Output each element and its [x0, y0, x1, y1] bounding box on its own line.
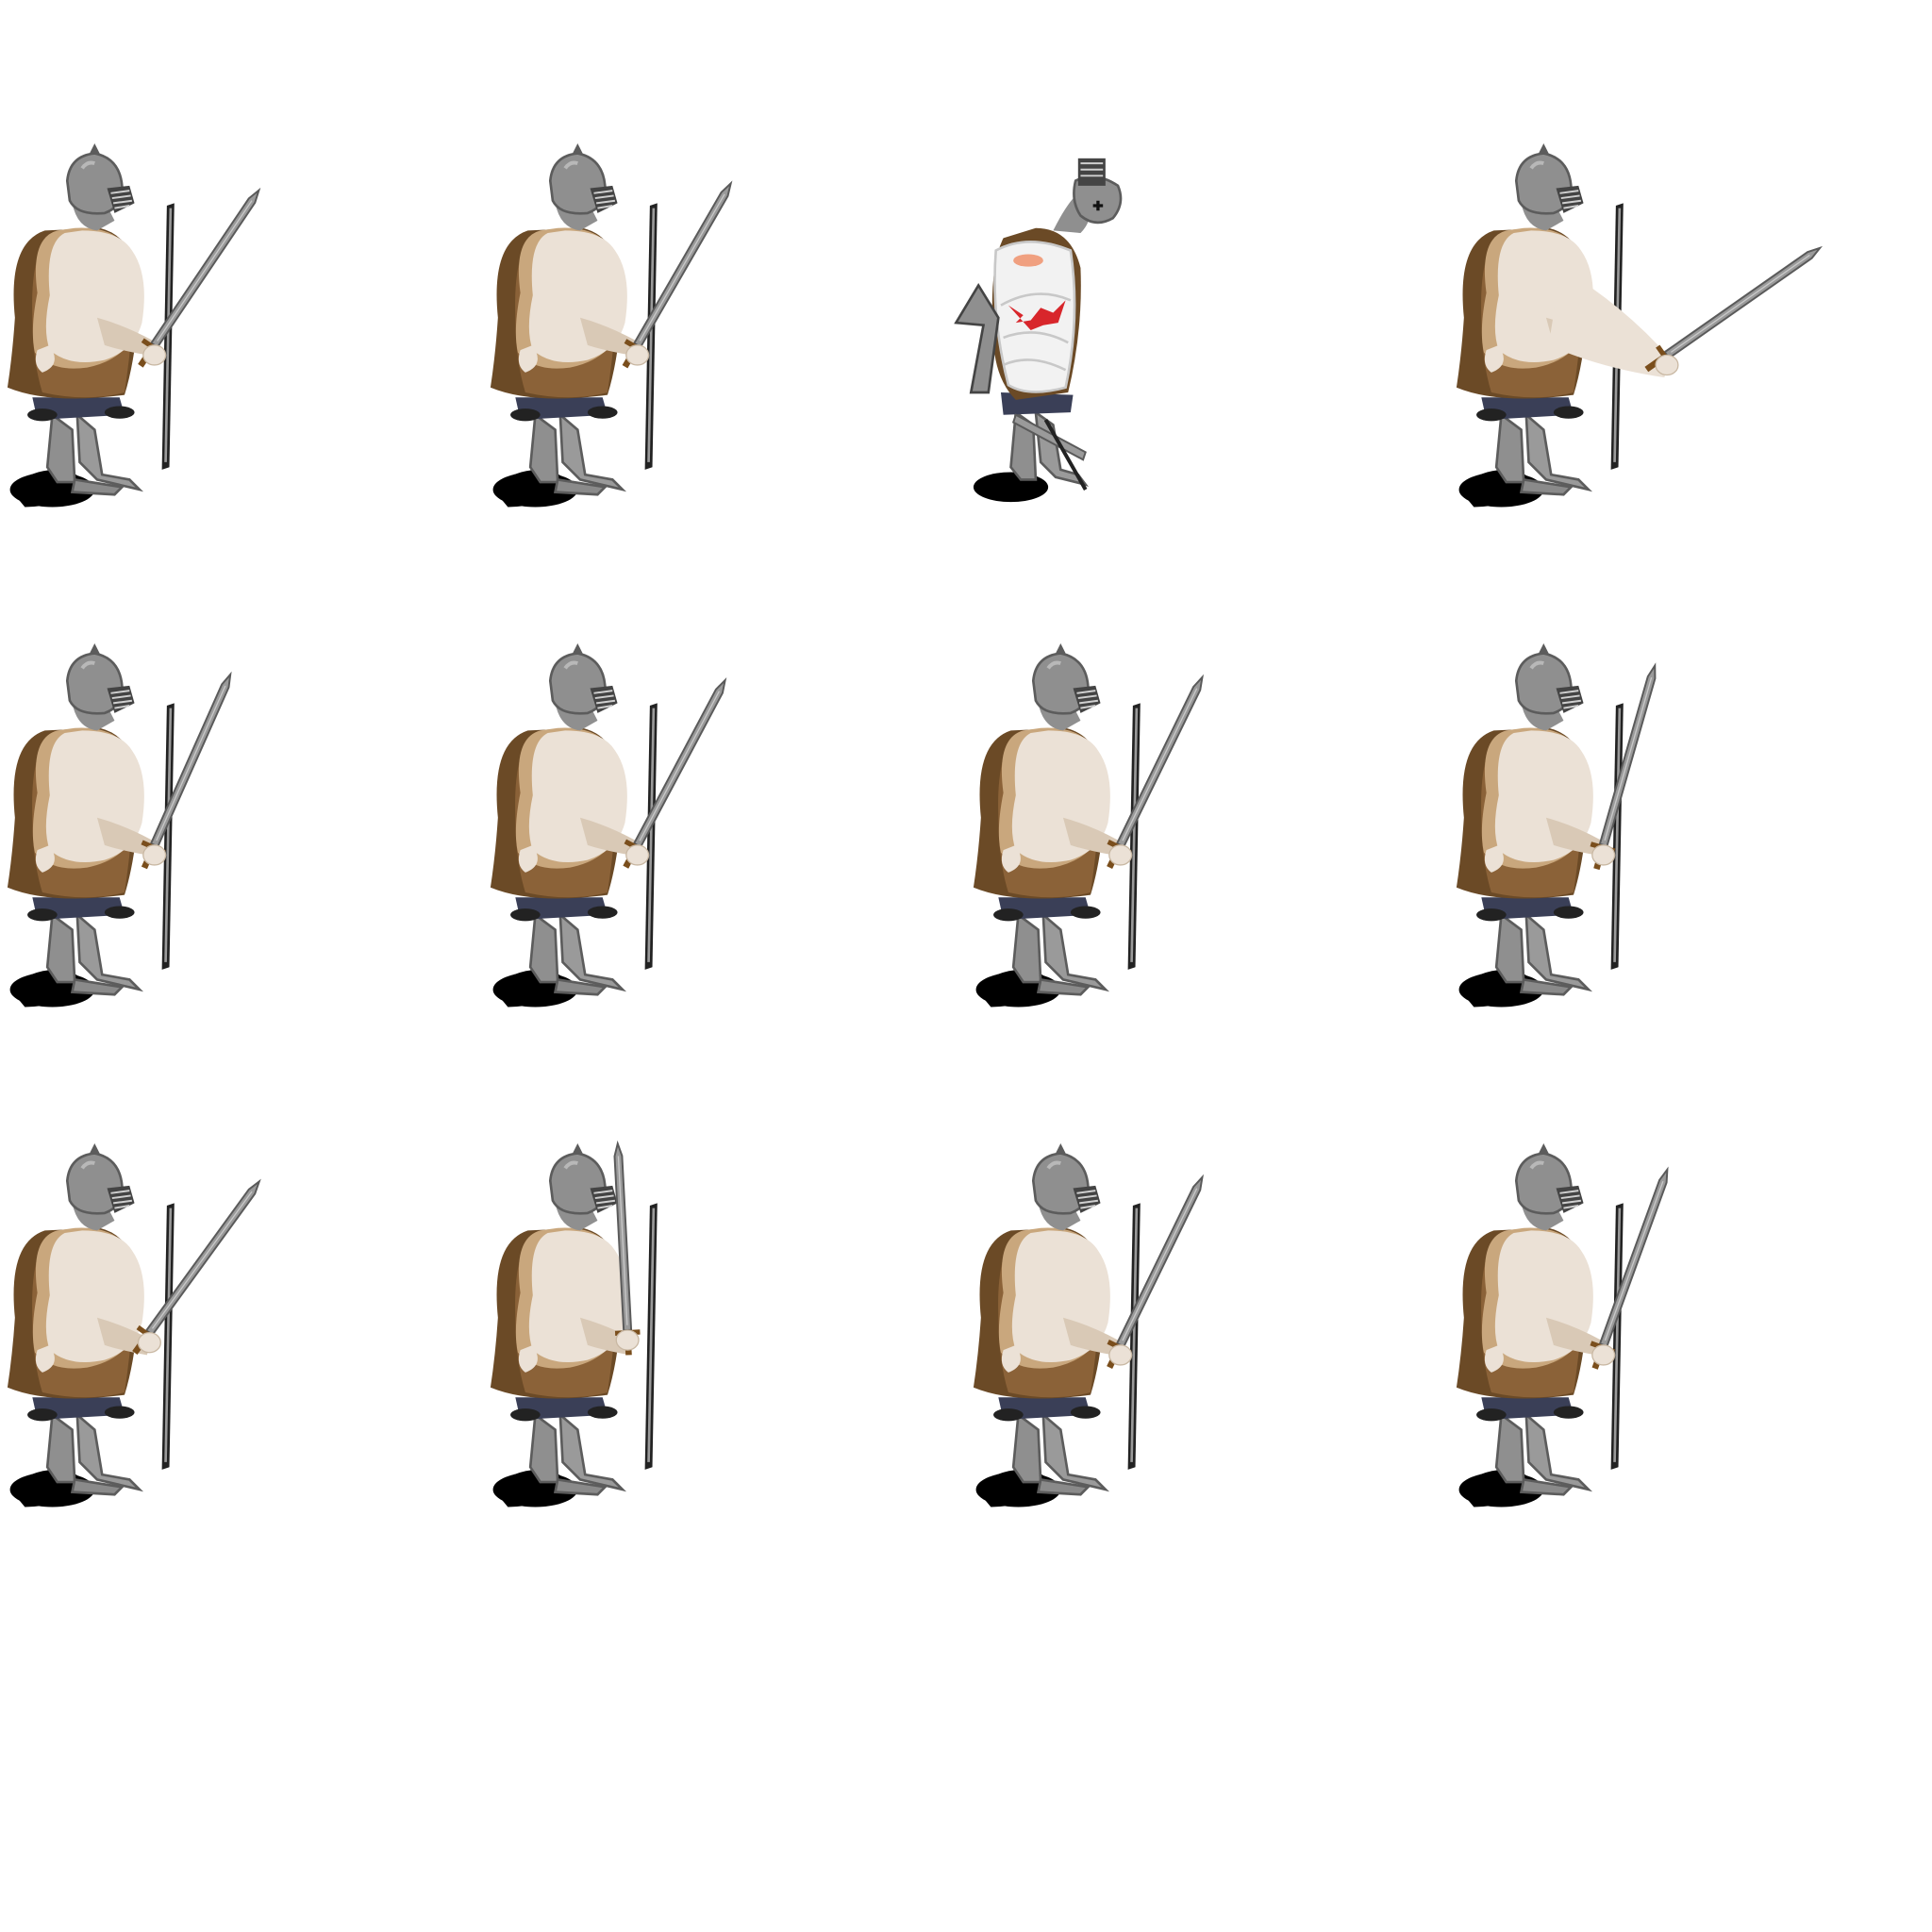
sprite-frame-raise-1: [5, 1141, 271, 1509]
sword-hand: [142, 844, 167, 866]
sword: [1097, 1171, 1215, 1374]
sword-hand: [1591, 1344, 1616, 1366]
scabbard: [161, 703, 175, 970]
scabbard: [644, 1203, 658, 1470]
knight-body: [1454, 1141, 1604, 1509]
sword: [124, 1173, 271, 1361]
knight-body: [971, 1141, 1121, 1509]
knight-body: [488, 641, 638, 1009]
scabbard: [1610, 703, 1624, 970]
sprite-frame-idle-2: [488, 142, 743, 509]
sprite-frame-idle-5: [971, 641, 1215, 1009]
extended-arm: [1548, 268, 1670, 378]
sprite-frame-idle-4: [488, 641, 738, 1009]
sword-hand: [1655, 354, 1679, 376]
sprite-frame-idle-7: [971, 1141, 1215, 1509]
sword: [128, 182, 271, 375]
sword-hand: [1108, 844, 1133, 866]
knight-body: [1454, 641, 1604, 1009]
sprite-frame-idle-1: [5, 142, 271, 509]
sword: [1097, 671, 1215, 874]
sprite-frame-idle-3: [5, 641, 243, 1009]
scabbard: [1610, 1203, 1624, 1470]
sprite-frame-thrust: [1454, 142, 1828, 509]
sword-hand: [625, 344, 650, 366]
sword-hand: [137, 1331, 161, 1354]
sprite-frame-guard: [488, 1141, 658, 1509]
sword: [613, 175, 743, 375]
sprite-frame-idle-6: [1454, 641, 1668, 1009]
sword: [613, 673, 738, 874]
knight-body: [5, 1141, 155, 1509]
scabbard: [161, 1203, 175, 1470]
sword-hand: [142, 344, 167, 366]
sprite-frame-hurt: [954, 156, 1123, 505]
sword-hand: [1591, 844, 1616, 866]
knight-body: [488, 142, 638, 509]
sword-hand: [625, 844, 650, 866]
knight-hurt-body: [954, 156, 1123, 505]
sprite-frame-idle-8: [1454, 1141, 1680, 1509]
sword-hand: [615, 1329, 640, 1351]
knight-body: [971, 641, 1121, 1009]
knight-body: [5, 641, 155, 1009]
sword-hand: [1108, 1344, 1133, 1366]
knight-body: [488, 1141, 638, 1509]
knight-body: [5, 142, 155, 509]
